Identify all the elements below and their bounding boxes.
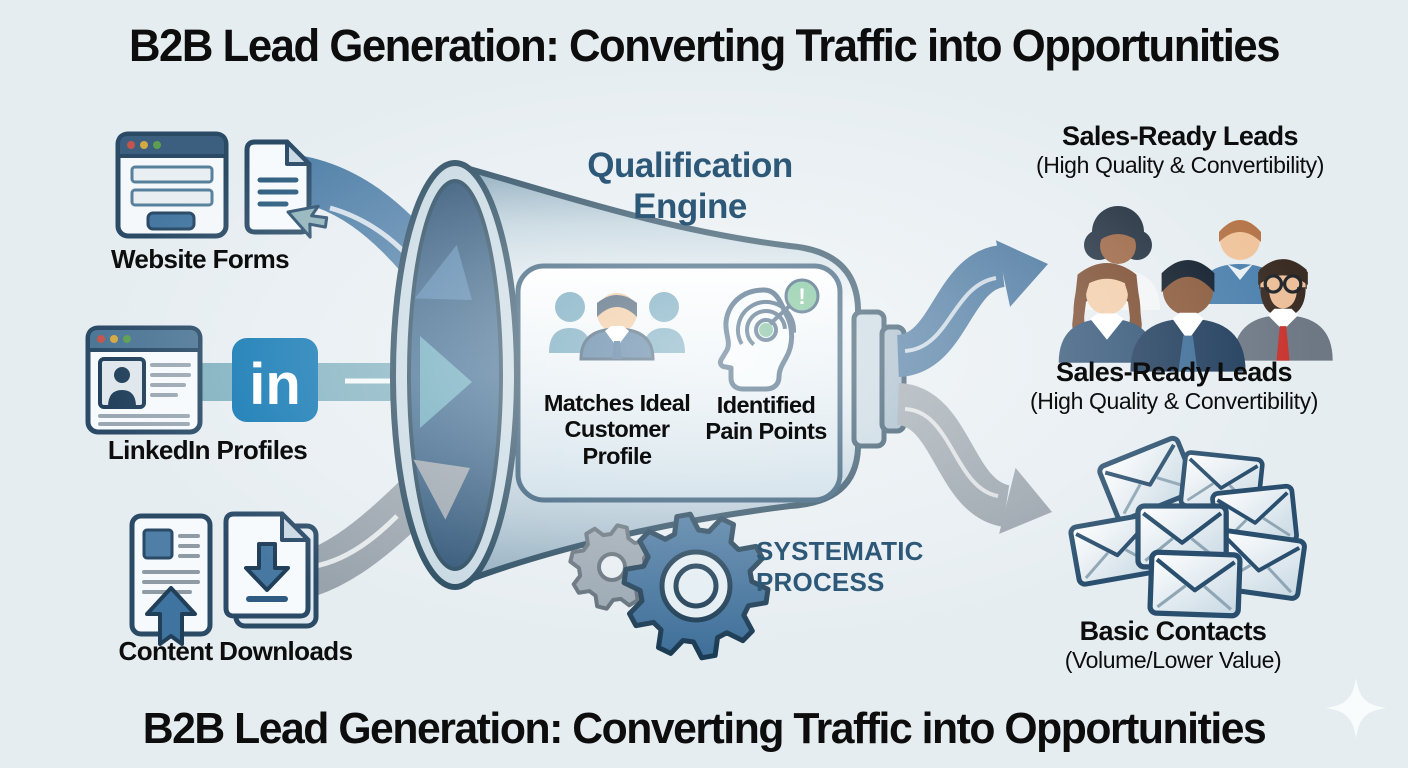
linkedin-logo-icon: in [232, 338, 318, 422]
footer-title: B2B Lead Generation: Converting Traffic … [142, 704, 1267, 753]
qualification-engine-title: Qualification Engine [520, 146, 860, 227]
linkedin-profiles-label: LinkedIn Profiles [107, 435, 308, 465]
arrow-funnel-to-sales-leads [894, 230, 1056, 377]
arrow-funnel-to-basic-contacts [894, 383, 1061, 545]
icp-line2: Customer [564, 416, 670, 443]
sales-ready-leads-upper-title: Sales-Ready Leads [1062, 121, 1299, 151]
linkedin-logo-text: in [249, 352, 301, 417]
icp-line3: Profile [582, 442, 653, 469]
process-line2: PROCESS [756, 566, 885, 597]
basic-contacts-title: Basic Contacts [1079, 616, 1267, 646]
gears-icon [568, 511, 771, 661]
content-downloads-label: Content Downloads [118, 636, 354, 666]
download-document-icon [223, 511, 319, 629]
engine-title-line2: Engine [633, 186, 747, 226]
website-forms-label: Website Forms [110, 244, 290, 274]
icp-line1: Matches Ideal [543, 390, 691, 416]
sales-ready-leads-avatars [1058, 206, 1333, 372]
sales-ready-leads-lower-title: Sales-Ready Leads [1056, 357, 1293, 387]
sales-ready-leads-lower-subtitle: (High Quality & Convertibility) [1030, 388, 1318, 414]
engine-title-line1: Qualification [587, 146, 793, 185]
website-form-browser-icon [115, 131, 229, 239]
content-article-icon [129, 513, 213, 646]
criterion-pain-points: Identified Pain Points [691, 392, 841, 445]
process-line1: SYSTEMATIC [756, 536, 924, 566]
pain-line1: Identified [716, 392, 816, 418]
pain-line2: Pain Points [705, 418, 827, 445]
systematic-process-label: SYSTEMATIC PROCESS [756, 536, 986, 597]
criterion-ideal-customer-profile: Matches Ideal Customer Profile [527, 390, 707, 469]
page-title: B2B Lead Generation: Converting Traffic … [128, 20, 1280, 71]
sales-ready-leads-upper-subtitle: (High Quality & Convertibility) [1036, 152, 1324, 178]
linkedin-profile-browser-icon [85, 325, 203, 435]
alert-badge-text: ! [798, 284, 805, 309]
basic-contacts-subtitle: (Volume/Lower Value) [1064, 647, 1282, 673]
basic-contacts-envelopes [1070, 437, 1305, 616]
